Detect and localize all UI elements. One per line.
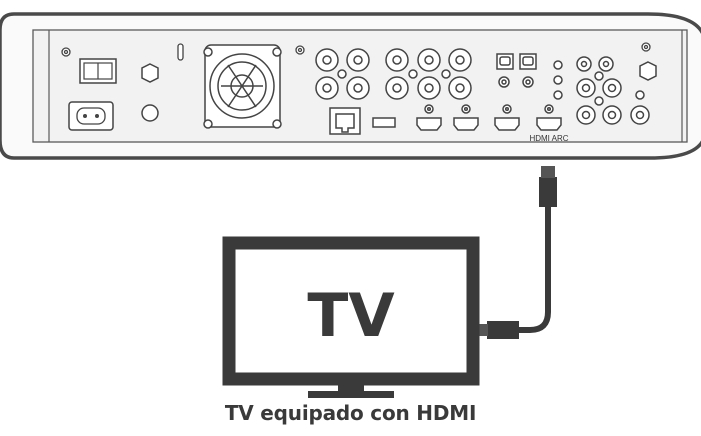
hdmi-arc-label: HDMI ARC [529,134,568,143]
cable-connector-tv [487,321,519,339]
ethernet-port [329,107,361,135]
tv-neck [338,385,364,391]
screw-holes [61,42,651,57]
ground-terminals [141,61,657,83]
hdmi-arc-port [536,117,562,131]
power-switch [79,58,117,84]
hdmi-ports [416,104,562,131]
rca-jacks-right [576,56,650,125]
hdmi-cable [476,166,557,339]
optical-ports [496,53,563,100]
tv-bezel [222,236,480,386]
usb-port [372,117,396,128]
slot [177,43,184,61]
av-receiver: HDMI ARC [0,12,701,160]
tv-caption: TV equipado con HDMI [224,401,477,425]
cable-connector-tip-top [541,166,555,178]
cooling-fan [203,44,282,129]
television: TV [222,236,480,398]
tv-screen-text: TV [307,281,395,351]
round-port [141,104,159,122]
ac-inlet [68,101,114,131]
cable-wire [515,202,551,333]
rca-jacks [315,48,472,100]
cable-connector-top [539,177,557,207]
tv-stand [308,391,394,398]
